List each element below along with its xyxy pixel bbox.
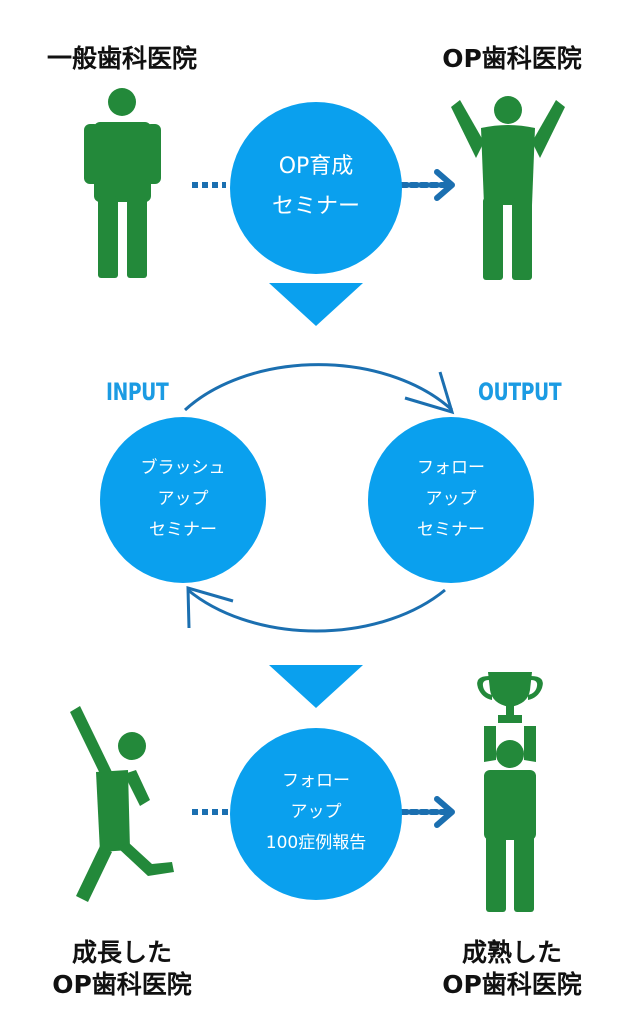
followup-100-cases-line2: アップ — [290, 802, 342, 822]
mature-op-clinic-label-line2: OP歯科医院 — [442, 970, 582, 999]
op-training-seminar-line1: OP育成 — [278, 154, 354, 179]
down-triangle-upper — [269, 283, 363, 326]
followup-seminar-line1: フォロー — [417, 458, 485, 478]
jumping-person-icon — [70, 706, 174, 902]
followup-100-cases-line1: フォロー — [282, 771, 350, 791]
op-dental-clinic-label: OP歯科医院 — [442, 44, 582, 73]
output-label: OUTPUT — [478, 378, 562, 406]
followup-seminar-line3: セミナー — [417, 520, 485, 540]
followup-seminar-circle — [368, 417, 534, 583]
op-training-seminar-circle — [230, 102, 402, 274]
top-right-dotted-arrow — [398, 169, 455, 201]
grown-op-clinic-label-line2: OP歯科医院 — [52, 970, 192, 999]
followup-seminar-line2: アップ — [425, 489, 477, 509]
cheering-person-icon — [451, 96, 565, 280]
mature-op-clinic-label-line1: 成熟した — [461, 938, 562, 967]
input-label: INPUT — [106, 378, 169, 406]
bottom-right-dotted-arrow — [398, 796, 455, 828]
op-training-seminar-line2: セミナー — [271, 194, 360, 219]
cycle-arc-lower — [187, 588, 446, 633]
brushup-seminar-circle — [100, 417, 266, 583]
brushup-seminar-text: ブラッシュ アップ セミナー — [113, 453, 253, 546]
op-training-seminar-text: OP育成 セミナー — [236, 147, 396, 227]
cycle-arc-upper — [183, 363, 454, 412]
brushup-seminar-line1: ブラッシュ — [140, 458, 226, 478]
brushup-seminar-line3: セミナー — [149, 520, 217, 540]
cycle-arc-upper-arrowhead — [404, 371, 455, 415]
followup-100-cases-line3: 100症例報告 — [265, 833, 367, 853]
general-dental-clinic-label: 一般歯科医院 — [46, 44, 197, 73]
followup-100-cases-text: フォロー アップ 100症例報告 — [241, 766, 391, 859]
standing-person-icon — [84, 88, 161, 278]
cycle-arrows — [183, 363, 455, 633]
trophy-person-icon — [477, 672, 543, 912]
down-triangle-lower — [269, 665, 363, 708]
grown-op-clinic-label-line1: 成長した — [71, 938, 172, 967]
brushup-seminar-line2: アップ — [157, 489, 209, 509]
followup-100-cases-circle — [230, 728, 402, 900]
followup-seminar-text: フォロー アップ セミナー — [381, 453, 521, 546]
cycle-arc-lower-arrowhead — [186, 585, 234, 629]
